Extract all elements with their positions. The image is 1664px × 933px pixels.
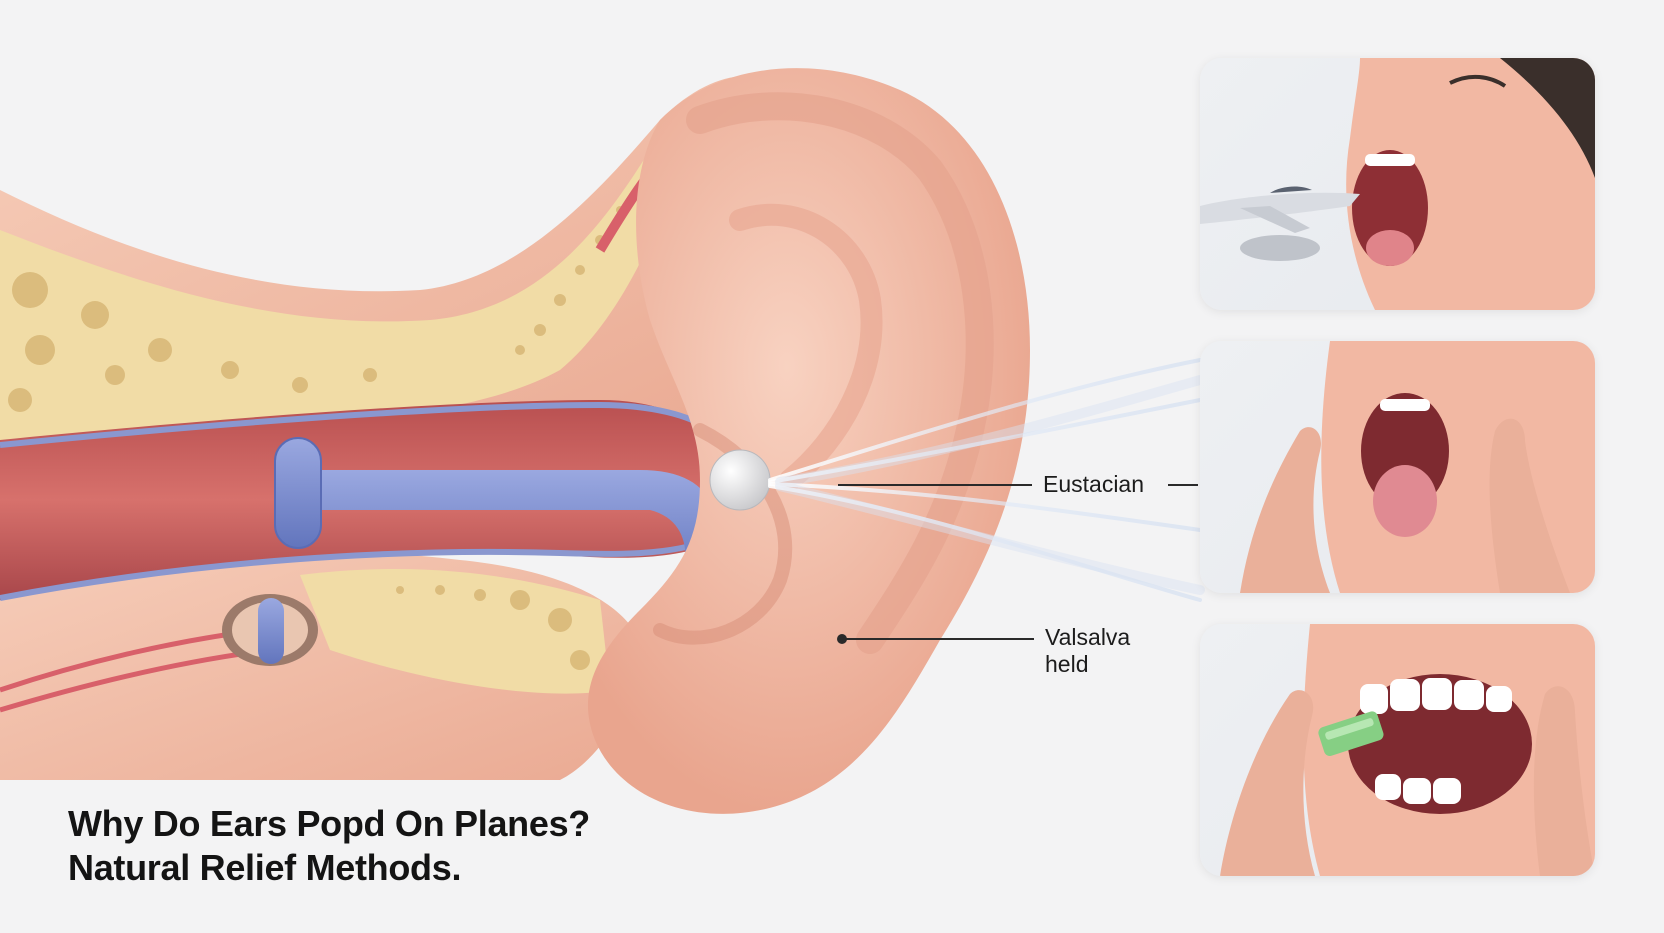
tube-ring — [274, 437, 322, 549]
ear-antihelix — [729, 203, 883, 491]
title-line-1: Why Do Ears Popd On Planes? — [68, 803, 590, 844]
tube-cross-section — [258, 598, 284, 664]
tongue — [1373, 465, 1437, 537]
airplane-engine — [1240, 235, 1320, 261]
left-hand-2 — [1240, 427, 1330, 593]
callout-dot-valsalva — [837, 634, 847, 644]
panel-yawning-on-plane — [1200, 58, 1595, 310]
ear-helix-fold — [686, 92, 994, 654]
bone-lower-band — [300, 569, 610, 694]
eustachian-tube — [290, 470, 718, 587]
panel-chewing-gum — [1200, 624, 1595, 876]
bone-upper-band — [0, 140, 690, 445]
teeth-upper — [1360, 678, 1512, 714]
bone-pores-lower — [396, 585, 590, 670]
outer-ear-pinna — [587, 68, 1030, 814]
closed-eye-1 — [1449, 74, 1507, 88]
callout-label-eustachian: Eustacian — [1043, 471, 1145, 497]
air-streams — [768, 358, 1202, 602]
canal-blue-lining-top — [0, 401, 712, 448]
hair-1 — [1500, 58, 1595, 178]
right-hand-2 — [1489, 418, 1570, 593]
callout-label-valsalva-line1: Valsalva — [1045, 624, 1131, 650]
canal-blue-lining-bottom — [0, 537, 712, 601]
eardrum-bubble — [709, 449, 771, 511]
airplane-icon — [1200, 186, 1360, 261]
callout-label-valsalva-line2: held — [1045, 651, 1089, 677]
air-streams-faint — [775, 375, 1205, 595]
left-hand-3 — [1220, 690, 1315, 876]
gum-icon — [1318, 711, 1384, 756]
title-line-2: Natural Relief Methods. — [68, 847, 462, 888]
teeth-lower — [1375, 774, 1461, 804]
right-hand-3 — [1533, 686, 1595, 876]
yawn-mouth-1 — [1352, 150, 1428, 266]
callout-label-valsalva: Valsalva held — [1045, 624, 1225, 678]
bone-pores-upper — [8, 206, 624, 412]
panel-jaw-movement — [1200, 341, 1595, 593]
